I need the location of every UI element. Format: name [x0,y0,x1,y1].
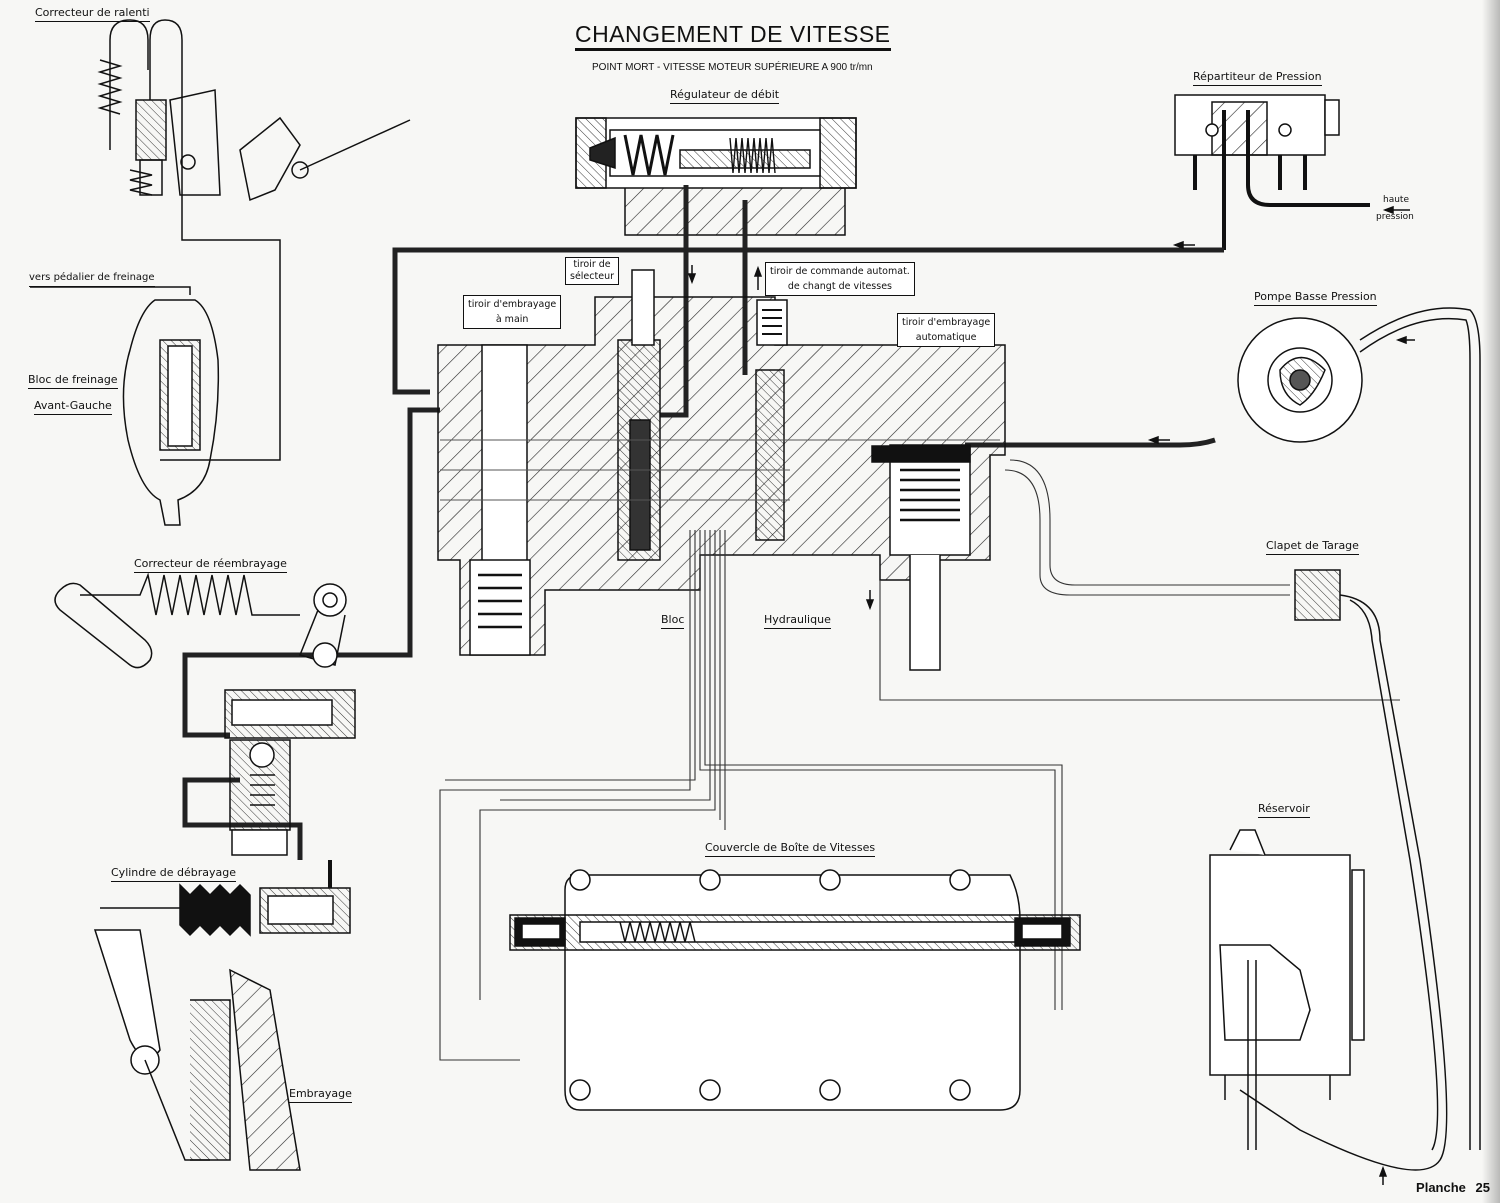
label-low-pressure-pump: Pompe Basse Pression [1254,290,1377,306]
plate-value: 25 [1476,1180,1490,1195]
label-re-engagement-corrector: Correcteur de réembrayage [134,557,287,573]
box-manual-clutch-valve-line1: tiroir d'embrayage [468,299,557,310]
box-auto-gearchange-valve: tiroir de commande automat. de changt de… [765,262,915,296]
page-subtitle: POINT MORT - VITESSE MOTEUR SUPÉRIEURE A… [592,62,873,73]
label-calibration-valve: Clapet de Tarage [1266,539,1359,555]
label-clutch: Embrayage [289,1087,352,1103]
box-auto-gearchange-valve-line2: de changt de vitesses [787,281,892,292]
box-selector-valve-line2: sélecteur [570,271,614,282]
hydraulic-block [437,269,1006,671]
low-pressure-pump [1237,307,1481,1150]
label-pressure-distributor: Répartiteur de Pression [1193,70,1322,86]
pressure-distributor [1174,94,1370,250]
plate-number: Planche 25 [1416,1180,1490,1195]
box-selector-valve-line1: tiroir de [573,259,611,270]
idle-corrector [97,19,411,461]
page-title: CHANGEMENT DE VITESSE [575,21,891,51]
label-flow-regulator: Régulateur de débit [670,88,780,104]
label-brake-block: Bloc de freinage [28,373,118,389]
brake-block [30,286,220,526]
flow-arrows [687,205,1415,1185]
gearbox-cover [509,869,1081,1111]
box-manual-clutch-valve: tiroir d'embrayage à main [463,295,562,329]
label-hydraulique: Hydraulique [764,613,831,629]
page-edge-shadow [1482,0,1500,1203]
label-to-brake-pedal: vers pédalier de freinage [29,271,155,287]
box-auto-clutch-valve-line1: tiroir d'embrayage [902,317,991,328]
box-manual-clutch-valve-line2: à main [495,314,529,325]
tube-bundle [439,459,1400,1061]
label-haute: haute [1383,195,1409,205]
label-idle-corrector: Correcteur de ralenti [35,6,150,22]
label-front-left: Avant-Gauche [34,399,112,415]
label-pression: pression [1376,212,1414,222]
plate-label: Planche [1416,1180,1466,1195]
label-clutch-cylinder: Cylindre de débrayage [111,866,237,882]
calibration-valve [1239,569,1448,1171]
reservoir [1209,829,1365,1150]
re-engagement-corrector [54,572,356,856]
label-reservoir: Réservoir [1258,802,1310,818]
flow-regulator [575,117,857,236]
label-bloc: Bloc [661,613,685,629]
label-gearbox-cover: Couvercle de Boîte de Vitesses [705,841,876,857]
box-auto-gearchange-valve-line1: tiroir de commande automat. [770,266,910,277]
box-selector-valve: tiroir de sélecteur [565,257,619,285]
clutch [93,929,301,1171]
clutch-cylinder [100,860,351,937]
box-auto-clutch-valve-line2: automatique [915,332,977,343]
box-auto-clutch-valve: tiroir d'embrayage automatique [897,313,996,347]
